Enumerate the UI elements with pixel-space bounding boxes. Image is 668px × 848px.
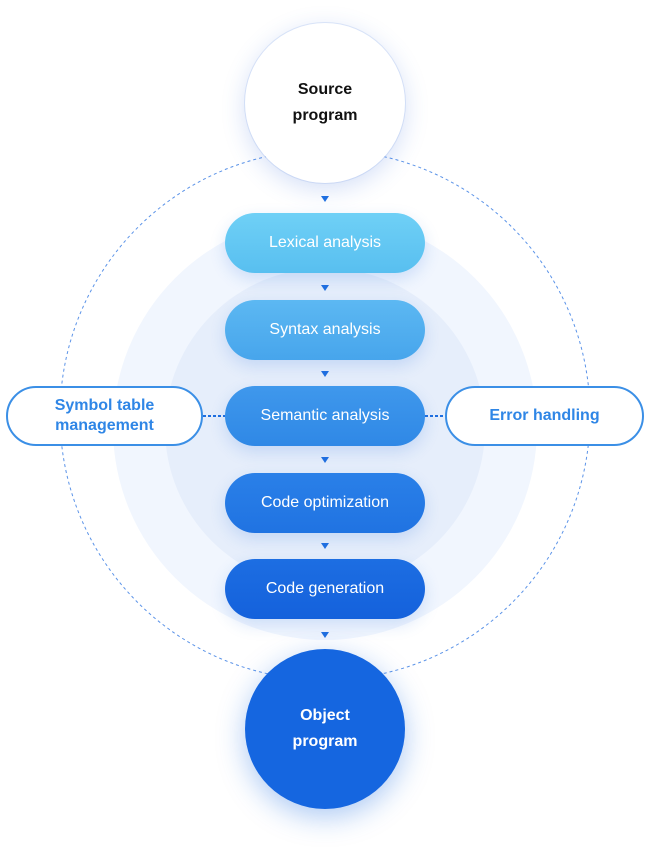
arrow-down-icon	[321, 457, 329, 463]
arrow-down-icon	[321, 543, 329, 549]
arrow-down-icon	[321, 285, 329, 291]
stage-code-optimization: Code optimization	[225, 473, 425, 533]
source-program-node: Source program	[245, 23, 405, 183]
stage-semantic-analysis: Semantic analysis	[225, 386, 425, 446]
arrow-down-icon	[321, 371, 329, 377]
error-handling-label: Error handling	[489, 407, 600, 424]
symbol-table-label: Symbol table management	[54, 397, 155, 434]
stage-lexical-analysis: Lexical analysis	[225, 213, 425, 273]
stage-label: Lexical analysis	[268, 234, 382, 251]
arrow-down-icon	[321, 196, 329, 202]
object-program-label: Object program	[292, 707, 358, 750]
symbol-table-management-box: Symbol table management	[6, 386, 203, 446]
object-program-node: Object program	[245, 649, 405, 809]
stage-label: Semantic analysis	[260, 407, 390, 424]
stage-label: Code optimization	[260, 494, 390, 511]
error-handling-box: Error handling	[445, 386, 644, 446]
arrow-down-icon	[321, 632, 329, 638]
source-program-label: Source program	[292, 81, 358, 124]
stage-label: Code generation	[265, 580, 385, 597]
stage-code-generation: Code generation	[225, 559, 425, 619]
stage-syntax-analysis: Syntax analysis	[225, 300, 425, 360]
stage-label: Syntax analysis	[269, 321, 381, 338]
